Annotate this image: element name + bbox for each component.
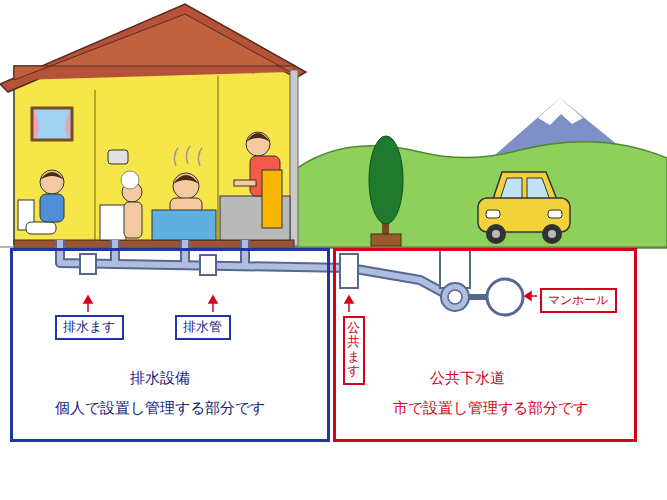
kitchen-person	[220, 132, 290, 240]
drain-basins-part	[340, 254, 358, 288]
vertical-label-box: 公共ます	[343, 316, 365, 385]
car-part	[500, 178, 550, 200]
drain-basins-part	[200, 255, 216, 275]
pointer-arrows	[84, 292, 537, 312]
washing-child-part	[100, 205, 126, 240]
house-part	[217, 76, 219, 240]
region-note: 個人で設置し管理する部分です	[55, 398, 327, 418]
car-part	[486, 224, 506, 244]
toilet-child-part	[40, 194, 64, 222]
label-text: 公共ます	[347, 321, 360, 378]
drain-basins	[80, 254, 358, 288]
house-part	[0, 4, 306, 92]
toilet-child-part	[40, 172, 64, 180]
region-panel: 排水設備個人で設置し管理する部分です 排水ます 排水管	[10, 248, 330, 442]
bathing-person-part	[152, 210, 216, 240]
drain-pipes-part	[115, 240, 245, 266]
house-part	[14, 66, 294, 244]
kitchen-person-part	[234, 180, 256, 186]
house	[0, 4, 306, 248]
car-part	[492, 230, 500, 238]
car	[478, 172, 570, 244]
manhole-and-sewer-part	[441, 283, 469, 311]
hills	[288, 142, 667, 248]
manhole-and-sewer-part	[469, 294, 487, 300]
car-part	[548, 230, 556, 238]
house-part	[94, 90, 96, 240]
kitchen-person-part	[246, 132, 270, 156]
mountain-part	[538, 98, 583, 125]
washing-child-part	[108, 150, 128, 164]
pointer-arrows-part	[209, 296, 217, 303]
tree	[369, 136, 403, 246]
house-part	[34, 110, 70, 138]
house-part	[290, 70, 298, 246]
label-text: マンホール	[548, 292, 608, 308]
tree-part	[371, 234, 401, 246]
manhole-and-sewer	[440, 250, 523, 315]
toilet-child-part	[26, 222, 56, 234]
manhole-and-sewer-part	[487, 279, 523, 315]
tree-part	[369, 136, 403, 224]
kitchen-person-part	[262, 170, 282, 228]
label-box: マンホール	[540, 288, 617, 313]
car-part	[542, 224, 562, 244]
washing-child	[100, 150, 142, 240]
region-heading: 公共下水道	[430, 368, 634, 388]
bathing-person-part	[173, 173, 199, 199]
toilet-child	[18, 170, 64, 234]
pointer-arrows-part	[84, 296, 92, 303]
pointer-arrows-part	[525, 292, 531, 300]
pointer-arrows-part	[345, 296, 353, 303]
house-part	[32, 108, 72, 140]
washing-child-part	[121, 171, 139, 189]
bathing-person-part	[174, 146, 202, 166]
region-note: 市で設置し管理する部分です	[393, 398, 634, 418]
region-heading: 排水設備	[130, 368, 327, 388]
drain-basins-part	[80, 254, 96, 274]
car-part	[548, 210, 562, 218]
toilet-child-part	[40, 170, 64, 194]
label-text: 排水ます	[63, 319, 115, 335]
label-text: 排水管	[183, 319, 222, 335]
label-box: 排水管	[175, 315, 231, 340]
bathing-person	[152, 146, 216, 240]
house-part	[14, 14, 294, 80]
kitchen-person-part	[246, 133, 270, 142]
manhole-and-sewer-part	[448, 290, 462, 304]
label-box: 排水ます	[55, 315, 124, 340]
hills-part	[288, 142, 667, 248]
washing-child-part	[124, 202, 142, 238]
car-part	[486, 210, 500, 218]
region-panel: 公共下水道市で設置し管理する部分です 公共ます マンホール	[333, 248, 637, 442]
bathing-person-part	[173, 175, 199, 184]
